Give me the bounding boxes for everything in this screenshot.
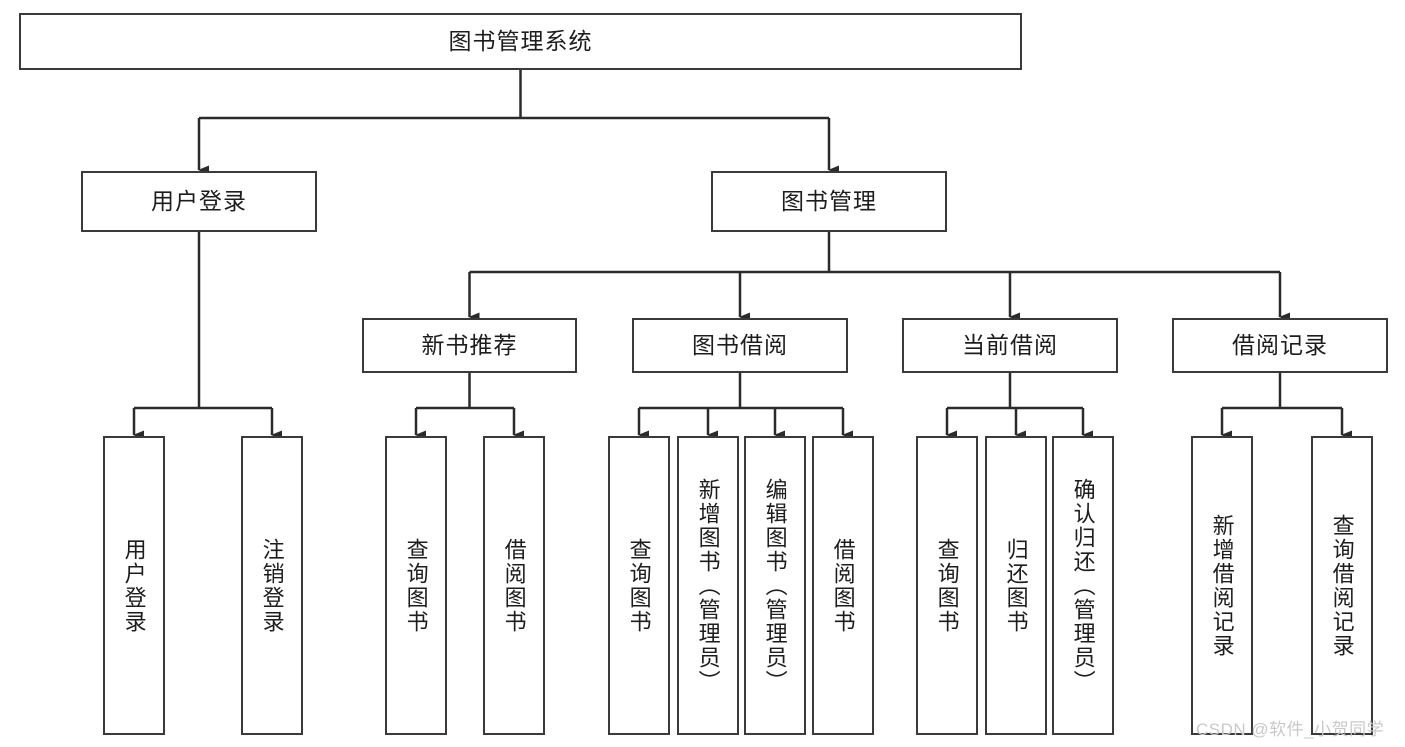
node-label: 图书借阅 bbox=[692, 331, 788, 358]
node-record[interactable]: 借阅记录 bbox=[1172, 318, 1388, 373]
node-label: 借阅图书 bbox=[830, 537, 856, 634]
watermark-text: CSDN @软件_小贺同学 bbox=[1196, 720, 1385, 739]
node-label: 借阅图书 bbox=[501, 537, 527, 634]
node-bookmgr[interactable]: 图书管理 bbox=[711, 171, 947, 232]
node-label: 图书管理系统 bbox=[448, 27, 593, 54]
node-label: 新增借阅记录 bbox=[1209, 513, 1235, 658]
node-label: 查询图书 bbox=[626, 537, 652, 634]
node-label: 注销登录 bbox=[259, 537, 285, 634]
node-current-2[interactable]: 归还图书 bbox=[985, 436, 1047, 735]
node-label: 查询图书 bbox=[934, 537, 960, 634]
node-label: 查询图书 bbox=[403, 537, 429, 634]
node-label: 借阅记录 bbox=[1232, 331, 1328, 358]
node-current-1[interactable]: 查询图书 bbox=[916, 436, 978, 735]
node-record-1[interactable]: 新增借阅记录 bbox=[1191, 436, 1253, 735]
node-label: 归还图书 bbox=[1003, 537, 1029, 634]
node-label: 当前借阅 bbox=[962, 331, 1058, 358]
node-borrow-1[interactable]: 查询图书 bbox=[608, 436, 670, 735]
node-label: 用户登录 bbox=[121, 537, 147, 634]
node-label: 确认归还（管理员） bbox=[1070, 477, 1096, 694]
node-newbook-2[interactable]: 借阅图书 bbox=[483, 436, 545, 735]
node-login[interactable]: 用户登录 bbox=[81, 171, 317, 232]
node-label: 图书管理 bbox=[781, 187, 877, 214]
node-record-2[interactable]: 查询借阅记录 bbox=[1311, 436, 1373, 735]
node-newbook-1[interactable]: 查询图书 bbox=[385, 436, 447, 735]
node-label: 新增图书（管理员） bbox=[695, 477, 721, 694]
node-current-3[interactable]: 确认归还（管理员） bbox=[1052, 436, 1114, 735]
node-label: 用户登录 bbox=[151, 187, 247, 214]
node-newbook[interactable]: 新书推荐 bbox=[362, 318, 577, 373]
node-label: 新书推荐 bbox=[421, 331, 518, 358]
node-current[interactable]: 当前借阅 bbox=[902, 318, 1118, 373]
node-label: 查询借阅记录 bbox=[1329, 513, 1355, 658]
node-borrow-3[interactable]: 编辑图书（管理员） bbox=[744, 436, 806, 735]
node-login-2[interactable]: 注销登录 bbox=[241, 436, 303, 735]
node-borrow-4[interactable]: 借阅图书 bbox=[812, 436, 874, 735]
node-borrow[interactable]: 图书借阅 bbox=[632, 318, 848, 373]
node-root[interactable]: 图书管理系统 bbox=[19, 13, 1022, 70]
edge-layer bbox=[132, 70, 1352, 440]
node-borrow-2[interactable]: 新增图书（管理员） bbox=[677, 436, 739, 735]
node-label: 编辑图书（管理员） bbox=[762, 477, 788, 694]
node-login-1[interactable]: 用户登录 bbox=[103, 436, 165, 735]
